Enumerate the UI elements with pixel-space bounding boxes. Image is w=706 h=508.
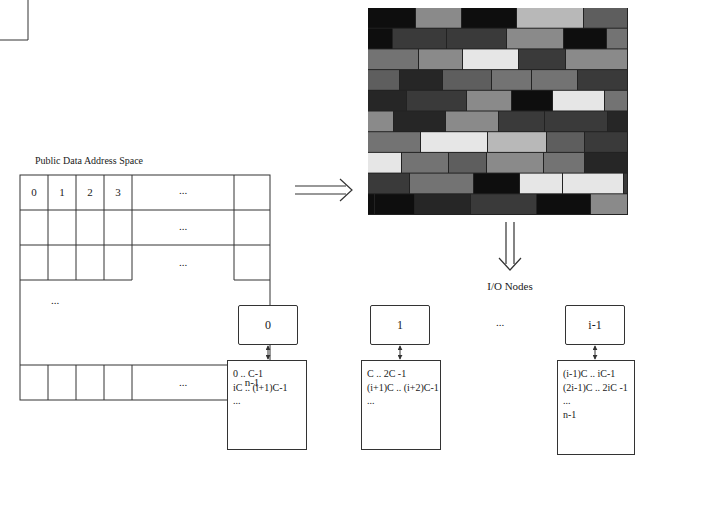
io-node-box: 0 <box>238 305 298 345</box>
mosaic-brick <box>463 49 518 69</box>
mosaic-brick <box>443 70 491 90</box>
mosaic-brick <box>563 174 623 194</box>
grid-cell-label: 3 <box>115 186 121 198</box>
mosaic-image <box>368 8 627 214</box>
mosaic-brick <box>566 49 627 69</box>
mosaic-brick <box>512 91 552 111</box>
node-text: iC .. (i+1)C-1 <box>233 381 301 395</box>
memory-box: 0 .. C-1iC .. (i+1)C-1... <box>227 360 307 450</box>
mosaic-brick <box>520 174 562 194</box>
caption-label: I/O Nodes <box>487 280 533 292</box>
mosaic-brick <box>447 29 506 49</box>
link-connector <box>268 346 269 359</box>
node-text: 0 <box>265 318 271 333</box>
mosaic-brick <box>474 174 519 194</box>
mosaic-brick <box>591 194 627 214</box>
mosaic-brick <box>585 132 627 152</box>
mosaic-brick <box>517 8 583 28</box>
grid-cell-label: n-1 <box>245 376 260 388</box>
mosaic-brick <box>507 29 563 49</box>
mosaic-brick <box>608 112 627 132</box>
grid-cell-label: ... <box>51 294 59 306</box>
mosaic-brick <box>368 153 401 173</box>
node-text: i-1 <box>588 318 601 333</box>
node-text: ... <box>563 394 629 408</box>
mosaic-brick <box>419 49 462 69</box>
grid-cell-label: ... <box>179 376 187 388</box>
mosaic-brick <box>446 112 498 132</box>
mosaic-brick <box>499 112 544 132</box>
mosaic-brick <box>585 153 627 173</box>
grid-cell-label: 0 <box>31 186 37 198</box>
caption-label: Public Data Address Space <box>35 155 143 166</box>
link-connector <box>595 346 596 359</box>
node-text: n-1 <box>563 408 629 422</box>
grid-cell-label: ... <box>496 316 504 328</box>
mosaic-brick <box>375 194 414 214</box>
mosaic-brick <box>605 91 627 111</box>
mosaic-brick <box>402 153 448 173</box>
mosaic-brick <box>368 29 392 49</box>
node-text: (i-1)C .. iC-1 <box>563 367 629 381</box>
mosaic-brick <box>519 49 565 69</box>
mosaic-brick <box>553 91 604 111</box>
mosaic-brick <box>368 49 418 69</box>
mosaic-brick <box>368 112 393 132</box>
mosaic-brick <box>487 153 543 173</box>
node-text: (i+1)C .. (i+2)C-1 <box>367 381 435 395</box>
mosaic-brick <box>578 70 627 90</box>
memory-box: C .. 2C -1(i+1)C .. (i+2)C-1... <box>361 360 441 450</box>
mosaic-brick <box>368 174 409 194</box>
mosaic-brick <box>624 174 627 194</box>
mosaic-brick <box>449 153 486 173</box>
mosaic-brick <box>488 132 546 152</box>
mosaic-brick <box>368 70 399 90</box>
node-text: 0 .. C-1 <box>233 367 301 381</box>
mosaic-brick <box>492 70 531 90</box>
grid-cell-label: ... <box>179 220 187 232</box>
node-text: ... <box>233 394 301 408</box>
grid-cell-label: 1 <box>59 186 65 198</box>
grid-cell-label: 2 <box>87 186 93 198</box>
mosaic-brick <box>415 194 470 214</box>
io-node-box: 1 <box>370 305 430 345</box>
mosaic-brick <box>368 91 406 111</box>
mosaic-brick <box>544 153 584 173</box>
mosaic-brick <box>564 29 606 49</box>
mosaic-brick <box>545 112 607 132</box>
mosaic-brick <box>394 112 445 132</box>
mosaic-brick <box>407 91 466 111</box>
node-text: 1 <box>397 318 403 333</box>
node-text: (2i-1)C .. 2iC -1 <box>563 381 629 395</box>
link-connector <box>400 346 401 359</box>
mosaic-brick <box>471 194 536 214</box>
grid-cell-label: ... <box>179 256 187 268</box>
mosaic-brick <box>368 8 415 28</box>
mosaic-brick <box>537 194 590 214</box>
mosaic-brick <box>368 194 374 214</box>
double-arrow-right <box>295 179 352 201</box>
mosaic-brick <box>400 70 442 90</box>
io-node-box: i-1 <box>565 305 625 345</box>
mosaic-brick <box>416 8 461 28</box>
mosaic-brick <box>532 70 577 90</box>
grid-cell-label: ... <box>179 184 187 196</box>
mosaic-brick <box>368 132 420 152</box>
mosaic-brick <box>462 8 516 28</box>
node-text: C .. 2C -1 <box>367 367 435 381</box>
mosaic-brick <box>547 132 584 152</box>
mosaic-brick <box>421 132 487 152</box>
double-arrow-down <box>499 222 521 270</box>
frame-fragment <box>0 0 28 40</box>
mosaic-brick <box>607 29 627 49</box>
memory-box: (i-1)C .. iC-1(2i-1)C .. 2iC -1...n-1 <box>557 360 635 455</box>
mosaic-brick <box>467 91 511 111</box>
mosaic-brick <box>393 29 446 49</box>
mosaic-brick <box>584 8 627 28</box>
mosaic-brick <box>410 174 473 194</box>
node-text: ... <box>367 394 435 408</box>
mosaic-ground <box>368 8 628 215</box>
